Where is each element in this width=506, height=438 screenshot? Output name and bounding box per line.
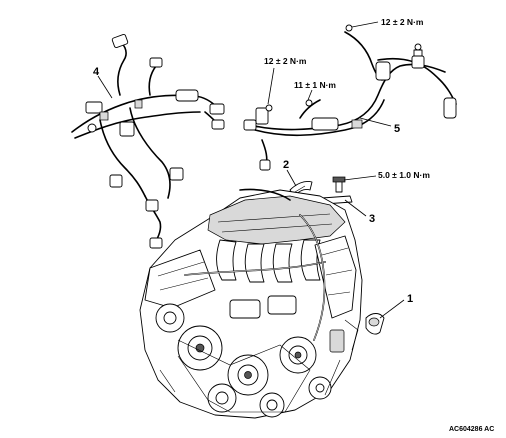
wiring-harness-5: [243, 24, 457, 171]
part-1-component: [365, 313, 385, 335]
torque-label-top-right: 12 ± 2 N·m: [381, 17, 424, 27]
torque-label-middle-left: 12 ± 2 N·m: [264, 56, 307, 66]
callout-3: 3: [369, 213, 375, 225]
callout-1: 1: [407, 293, 413, 305]
callout-4: 4: [93, 66, 100, 78]
torque-label-middle: 11 ± 1 N·m: [294, 80, 336, 90]
leader-lines: [97, 21, 405, 319]
callout-2: 2: [283, 159, 289, 171]
wiring-harness-4: [71, 34, 225, 249]
engine-assembly: [139, 188, 363, 419]
torque-label-part3-bolt: 5.0 ± 1.0 N·m: [378, 170, 430, 180]
callout-5: 5: [394, 123, 400, 135]
figure-code: AC604286 AC: [449, 426, 494, 433]
